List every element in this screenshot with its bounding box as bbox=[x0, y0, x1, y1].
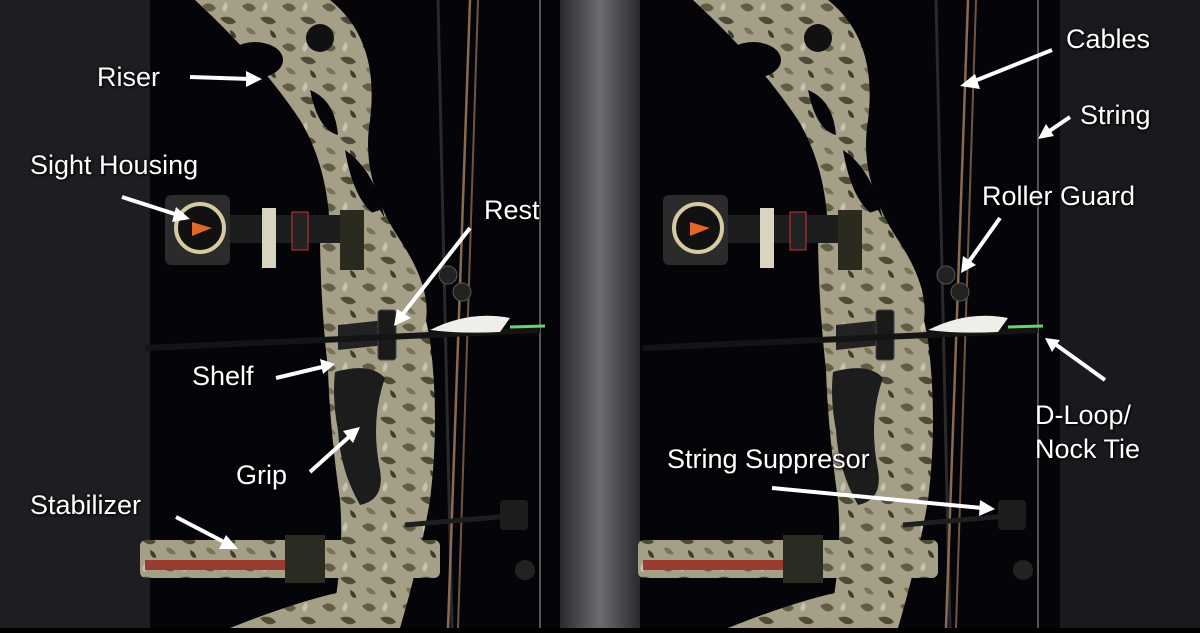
riser-cutout bbox=[725, 42, 781, 78]
stabilizer-collar bbox=[783, 535, 823, 583]
lower-limb bbox=[728, 590, 858, 628]
bow-left bbox=[140, 0, 546, 629]
sight-pin bbox=[690, 222, 710, 236]
sight-bar bbox=[230, 215, 340, 243]
label-cables: Cables bbox=[1066, 24, 1151, 54]
roller-guard-shape bbox=[438, 265, 458, 285]
arrow-pointer-icon bbox=[189, 71, 262, 87]
stabilizer-label-band bbox=[145, 560, 305, 570]
right-blur-edge bbox=[1060, 0, 1200, 628]
arrow-nock bbox=[1007, 324, 1044, 329]
sight-bar bbox=[728, 215, 838, 243]
suppressor-head bbox=[998, 500, 1026, 530]
sight-pin bbox=[192, 222, 212, 236]
label-grip: Grip bbox=[236, 460, 288, 490]
riser-cutout bbox=[306, 24, 334, 52]
arrow-pointer-icon bbox=[275, 359, 335, 380]
label-rest: Rest bbox=[484, 195, 540, 225]
sight-scale bbox=[262, 208, 276, 268]
arrow-vane bbox=[430, 315, 510, 333]
bow-right bbox=[638, 0, 1044, 629]
arrow-pointer-icon bbox=[1045, 338, 1107, 382]
riser-logo bbox=[340, 210, 364, 270]
sight-scale bbox=[760, 208, 774, 268]
grip-shape bbox=[334, 368, 385, 505]
label-string-suppresor: String Suppresor bbox=[667, 444, 870, 474]
stabilizer-label-band bbox=[643, 560, 803, 570]
arrow-pointer-icon bbox=[121, 195, 190, 222]
sight-level bbox=[291, 211, 309, 251]
arrow-pointer-icon bbox=[771, 486, 995, 516]
arrow-pointer-icon bbox=[960, 48, 1053, 89]
cable-line bbox=[955, 0, 977, 629]
arrow-pointer-icon bbox=[175, 515, 238, 549]
riser-cutout bbox=[804, 24, 832, 52]
riser-cutout bbox=[310, 90, 338, 135]
label-d-loop: D-Loop/ Nock Tie bbox=[1035, 400, 1141, 464]
stabilizer-collar bbox=[285, 535, 325, 583]
roller-guard-shape bbox=[950, 282, 970, 302]
lower-limb bbox=[230, 590, 360, 628]
label-riser: Riser bbox=[97, 62, 161, 92]
label-sight-housing: Sight Housing bbox=[30, 150, 199, 180]
suppressor-dot bbox=[515, 560, 535, 580]
arrow-pointer-icon bbox=[394, 226, 472, 326]
suppressor-head bbox=[500, 500, 528, 530]
label-shelf: Shelf bbox=[192, 361, 254, 391]
label-stabilizer: Stabilizer bbox=[30, 490, 142, 520]
suppressor-dot bbox=[1013, 560, 1033, 580]
left-blur-edge bbox=[0, 0, 150, 628]
arrow-shaft bbox=[144, 327, 541, 351]
arrow-nock bbox=[509, 324, 546, 329]
arrow-pointer-icon bbox=[308, 427, 360, 474]
riser-cutout bbox=[843, 150, 883, 220]
label-string: String bbox=[1080, 100, 1151, 130]
grip-shape bbox=[832, 368, 883, 505]
label-roller-guard: Roller Guard bbox=[982, 181, 1136, 211]
riser-cutout bbox=[345, 150, 385, 220]
arrow-vane bbox=[928, 315, 1008, 333]
arrow-pointer-icon bbox=[961, 216, 1002, 273]
riser-logo bbox=[838, 210, 862, 270]
riser-cutout bbox=[227, 42, 283, 78]
cable-line bbox=[457, 0, 479, 629]
sight-level bbox=[789, 211, 807, 251]
arrow-pointer-icon bbox=[1038, 115, 1072, 139]
shelf-shape bbox=[338, 320, 385, 350]
shelf-shape bbox=[836, 320, 883, 350]
center-blur-band bbox=[560, 0, 640, 628]
roller-guard-shape bbox=[936, 265, 956, 285]
roller-guard-shape bbox=[452, 282, 472, 302]
riser-cutout bbox=[808, 90, 836, 135]
arrow-shaft bbox=[642, 327, 1039, 351]
pointer-arrows bbox=[121, 48, 1107, 549]
